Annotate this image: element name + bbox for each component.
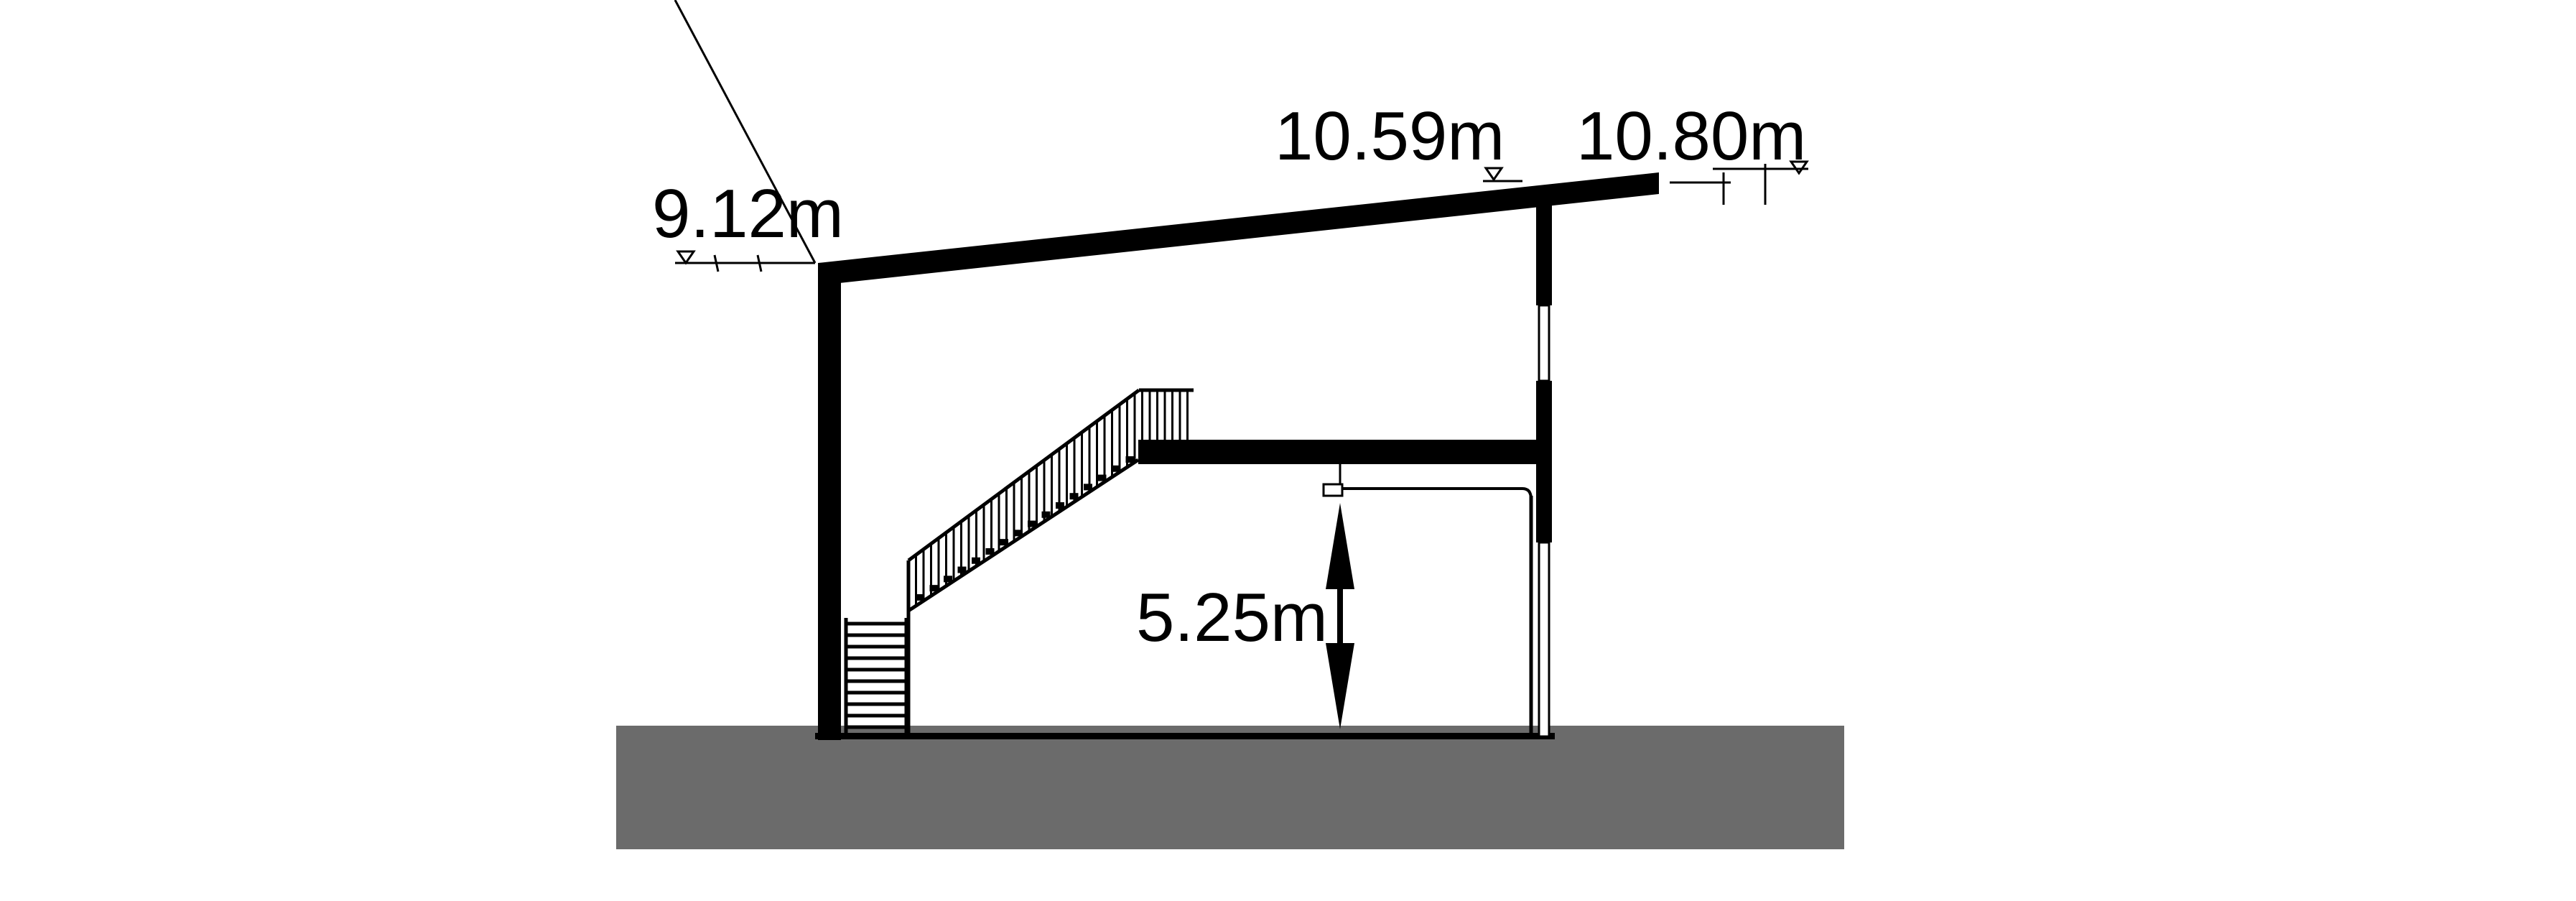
clear-height-arrow (1326, 503, 1354, 729)
ladder (844, 618, 908, 736)
level-label-column: 10.59m (1275, 98, 1505, 175)
staircase (906, 388, 1194, 736)
ground (616, 726, 1844, 849)
door-track (1322, 464, 1533, 500)
level-label-ridge: 10.80m (1576, 98, 1806, 175)
level-marker-right (1670, 160, 1809, 205)
right-column (1529, 205, 1552, 738)
floor-slab-line (815, 733, 1555, 739)
level-label-eave: 9.12m (652, 175, 844, 252)
roof (818, 172, 1659, 285)
mezzanine-slab (1138, 440, 1540, 464)
clear-height-label: 5.25m (1136, 579, 1328, 656)
level-marker-left (674, 0, 817, 272)
left-wall (818, 263, 841, 740)
level-marker-mid (1483, 167, 1522, 182)
